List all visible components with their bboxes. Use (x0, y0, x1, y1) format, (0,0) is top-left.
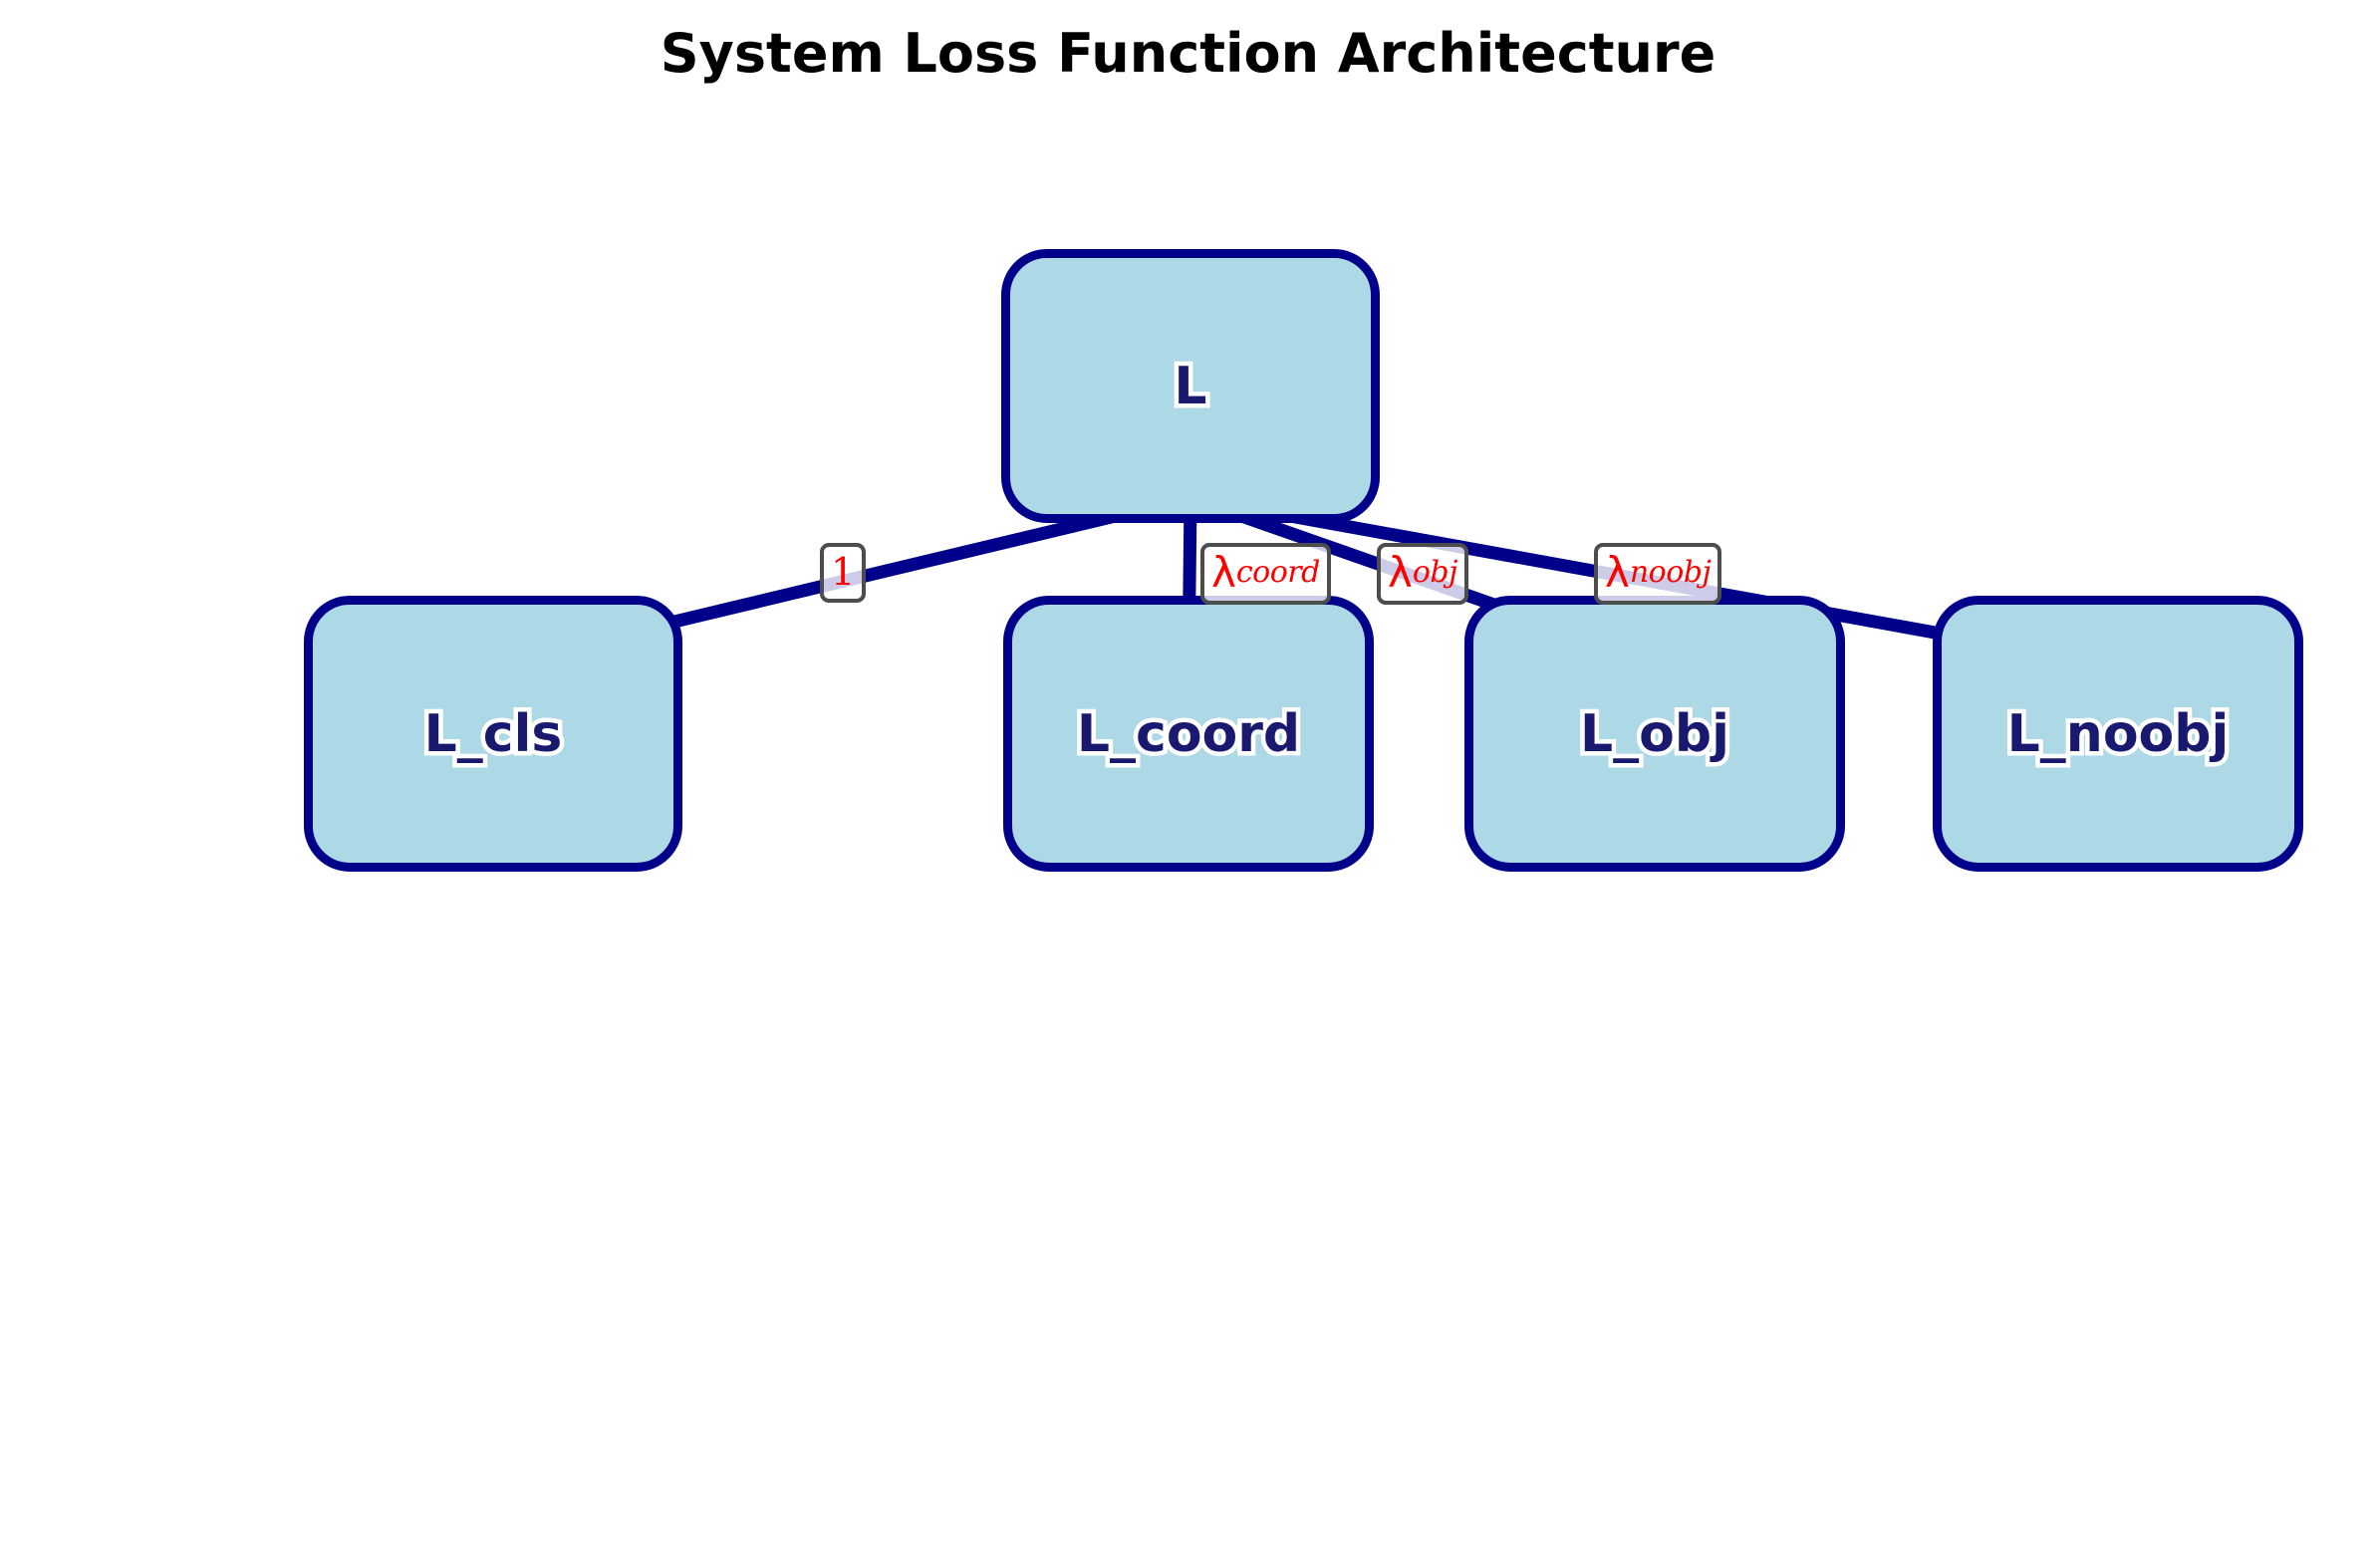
edge-label-L_noobj-sub: noobj (1629, 555, 1712, 590)
node-L_noobj-label: L_noobj (2002, 699, 2234, 768)
node-L-label-text: L (1170, 352, 1211, 420)
edge-label-L_coord-lambda: λ (1211, 548, 1236, 597)
page-title: System Loss Function Architecture (660, 22, 1716, 85)
node-L_noobj-label-text: L_noobj (2002, 699, 2234, 768)
node-L_obj-label-text: L_obj (1576, 699, 1734, 768)
edge-label-L_coord-sub: coord (1235, 555, 1320, 590)
node-L_noobj[interactable]: L_noobj (1933, 596, 2303, 872)
node-L_coord[interactable]: L_coord (1003, 596, 1374, 872)
edge-label-L_cls: 1 (820, 543, 867, 603)
edge-label-L_cls-base: 1 (831, 550, 856, 594)
node-L_obj[interactable]: L_obj (1464, 596, 1845, 872)
node-L_coord-label: L_coord (1072, 699, 1304, 768)
edge-label-L_noobj-lambda: λ (1605, 548, 1630, 597)
node-L_obj-label: L_obj (1576, 699, 1734, 768)
node-L_cls[interactable]: L_cls (304, 596, 682, 872)
edge-label-L_obj-lambda: λ (1388, 548, 1413, 597)
node-L[interactable]: L (1001, 249, 1380, 523)
edge-label-L_obj-sub: obj (1412, 555, 1458, 590)
node-L-label: L (1170, 352, 1211, 420)
node-L_coord-label-text: L_coord (1072, 699, 1304, 768)
node-L_cls-label-text: L_cls (419, 699, 567, 768)
node-L_cls-label: L_cls (419, 699, 567, 768)
